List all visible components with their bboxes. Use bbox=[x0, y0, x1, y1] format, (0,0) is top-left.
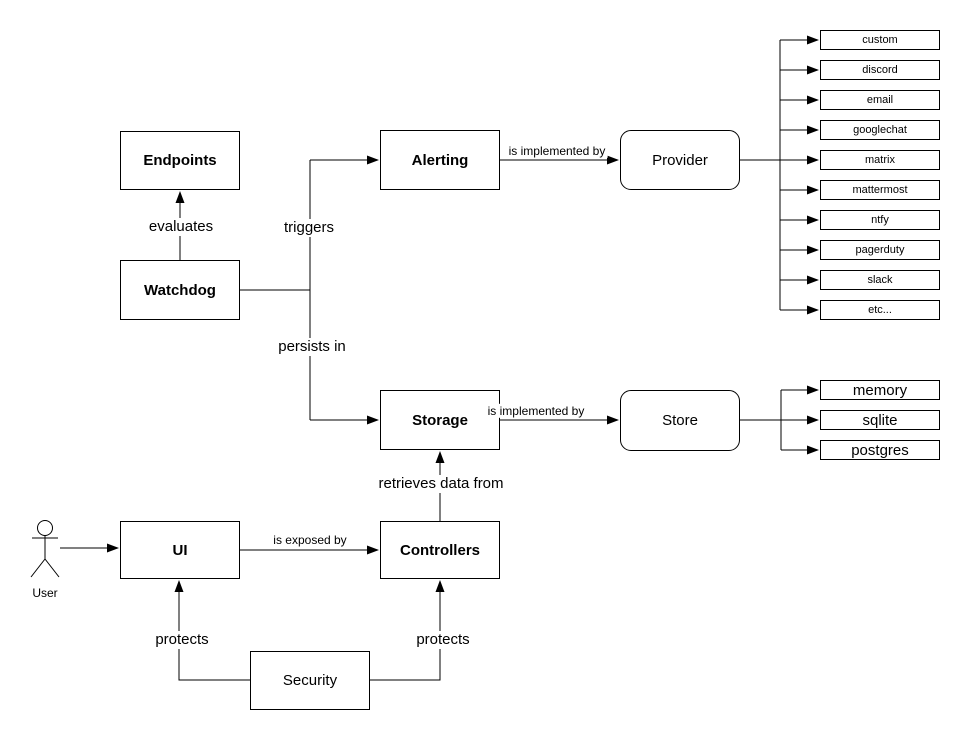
node-storage: Storage bbox=[380, 390, 500, 450]
provider-item-etc: etc... bbox=[820, 300, 940, 320]
provider-item-label: pagerduty bbox=[855, 244, 905, 256]
edge-label-persists-in: persists in bbox=[276, 338, 348, 356]
node-store: Store bbox=[620, 390, 740, 451]
node-storage-label: Storage bbox=[412, 411, 468, 429]
provider-item-label: etc... bbox=[868, 304, 892, 316]
provider-item-googlechat: googlechat bbox=[820, 120, 940, 140]
node-watchdog: Watchdog bbox=[120, 260, 240, 320]
user-actor-label: User bbox=[32, 586, 58, 600]
store-item-label: sqlite bbox=[862, 411, 898, 429]
provider-item-email: email bbox=[820, 90, 940, 110]
node-endpoints-label: Endpoints bbox=[143, 152, 217, 169]
node-controllers: Controllers bbox=[380, 521, 500, 579]
node-ui: UI bbox=[120, 521, 240, 579]
store-item-label: postgres bbox=[851, 441, 909, 459]
provider-item-label: email bbox=[866, 94, 894, 106]
node-provider: Provider bbox=[620, 130, 740, 190]
provider-item-mattermost: mattermost bbox=[820, 180, 940, 200]
provider-item-discord: discord bbox=[820, 60, 940, 80]
node-security-label: Security bbox=[282, 672, 338, 689]
node-endpoints: Endpoints bbox=[120, 131, 240, 190]
provider-item-slack: slack bbox=[820, 270, 940, 290]
edge-label-evaluates: evaluates bbox=[146, 218, 216, 236]
node-watchdog-label: Watchdog bbox=[144, 281, 216, 299]
store-item-memory: memory bbox=[820, 380, 940, 400]
provider-item-label: matrix bbox=[865, 154, 895, 166]
provider-item-ntfy: ntfy bbox=[820, 210, 940, 230]
provider-item-label: slack bbox=[867, 274, 893, 286]
edge-label-is-implemented-by-alerting: is implemented by bbox=[506, 143, 608, 159]
user-actor-icon bbox=[30, 520, 60, 578]
provider-item-pagerduty: pagerduty bbox=[820, 240, 940, 260]
edge-label-is-exposed-by: is exposed by bbox=[271, 532, 349, 548]
store-item-label: memory bbox=[852, 381, 908, 399]
provider-item-label: mattermost bbox=[852, 184, 908, 196]
provider-item-label: ntfy bbox=[871, 214, 889, 226]
store-item-postgres: postgres bbox=[820, 440, 940, 460]
node-provider-label: Provider bbox=[652, 151, 708, 169]
edge-label-triggers: triggers bbox=[281, 219, 337, 237]
edge-label-protects-ui: protects bbox=[153, 631, 211, 649]
edge-label-protects-controllers: protects bbox=[414, 631, 472, 649]
node-security: Security bbox=[250, 651, 370, 710]
provider-item-matrix: matrix bbox=[820, 150, 940, 170]
edge-label-retrieves-data-from: retrieves data from bbox=[376, 475, 506, 493]
provider-item-label: custom bbox=[862, 34, 898, 46]
provider-item-label: googlechat bbox=[853, 124, 907, 136]
node-controllers-label: Controllers bbox=[399, 541, 480, 559]
node-store-label: Store bbox=[662, 412, 698, 429]
node-ui-label: UI bbox=[172, 541, 188, 559]
node-alerting-label: Alerting bbox=[411, 151, 469, 169]
edge-label-is-implemented-by-storage: is implemented by bbox=[485, 403, 587, 419]
store-item-sqlite: sqlite bbox=[820, 410, 940, 430]
provider-item-label: discord bbox=[862, 64, 898, 76]
provider-item-custom: custom bbox=[820, 30, 940, 50]
node-alerting: Alerting bbox=[380, 130, 500, 190]
